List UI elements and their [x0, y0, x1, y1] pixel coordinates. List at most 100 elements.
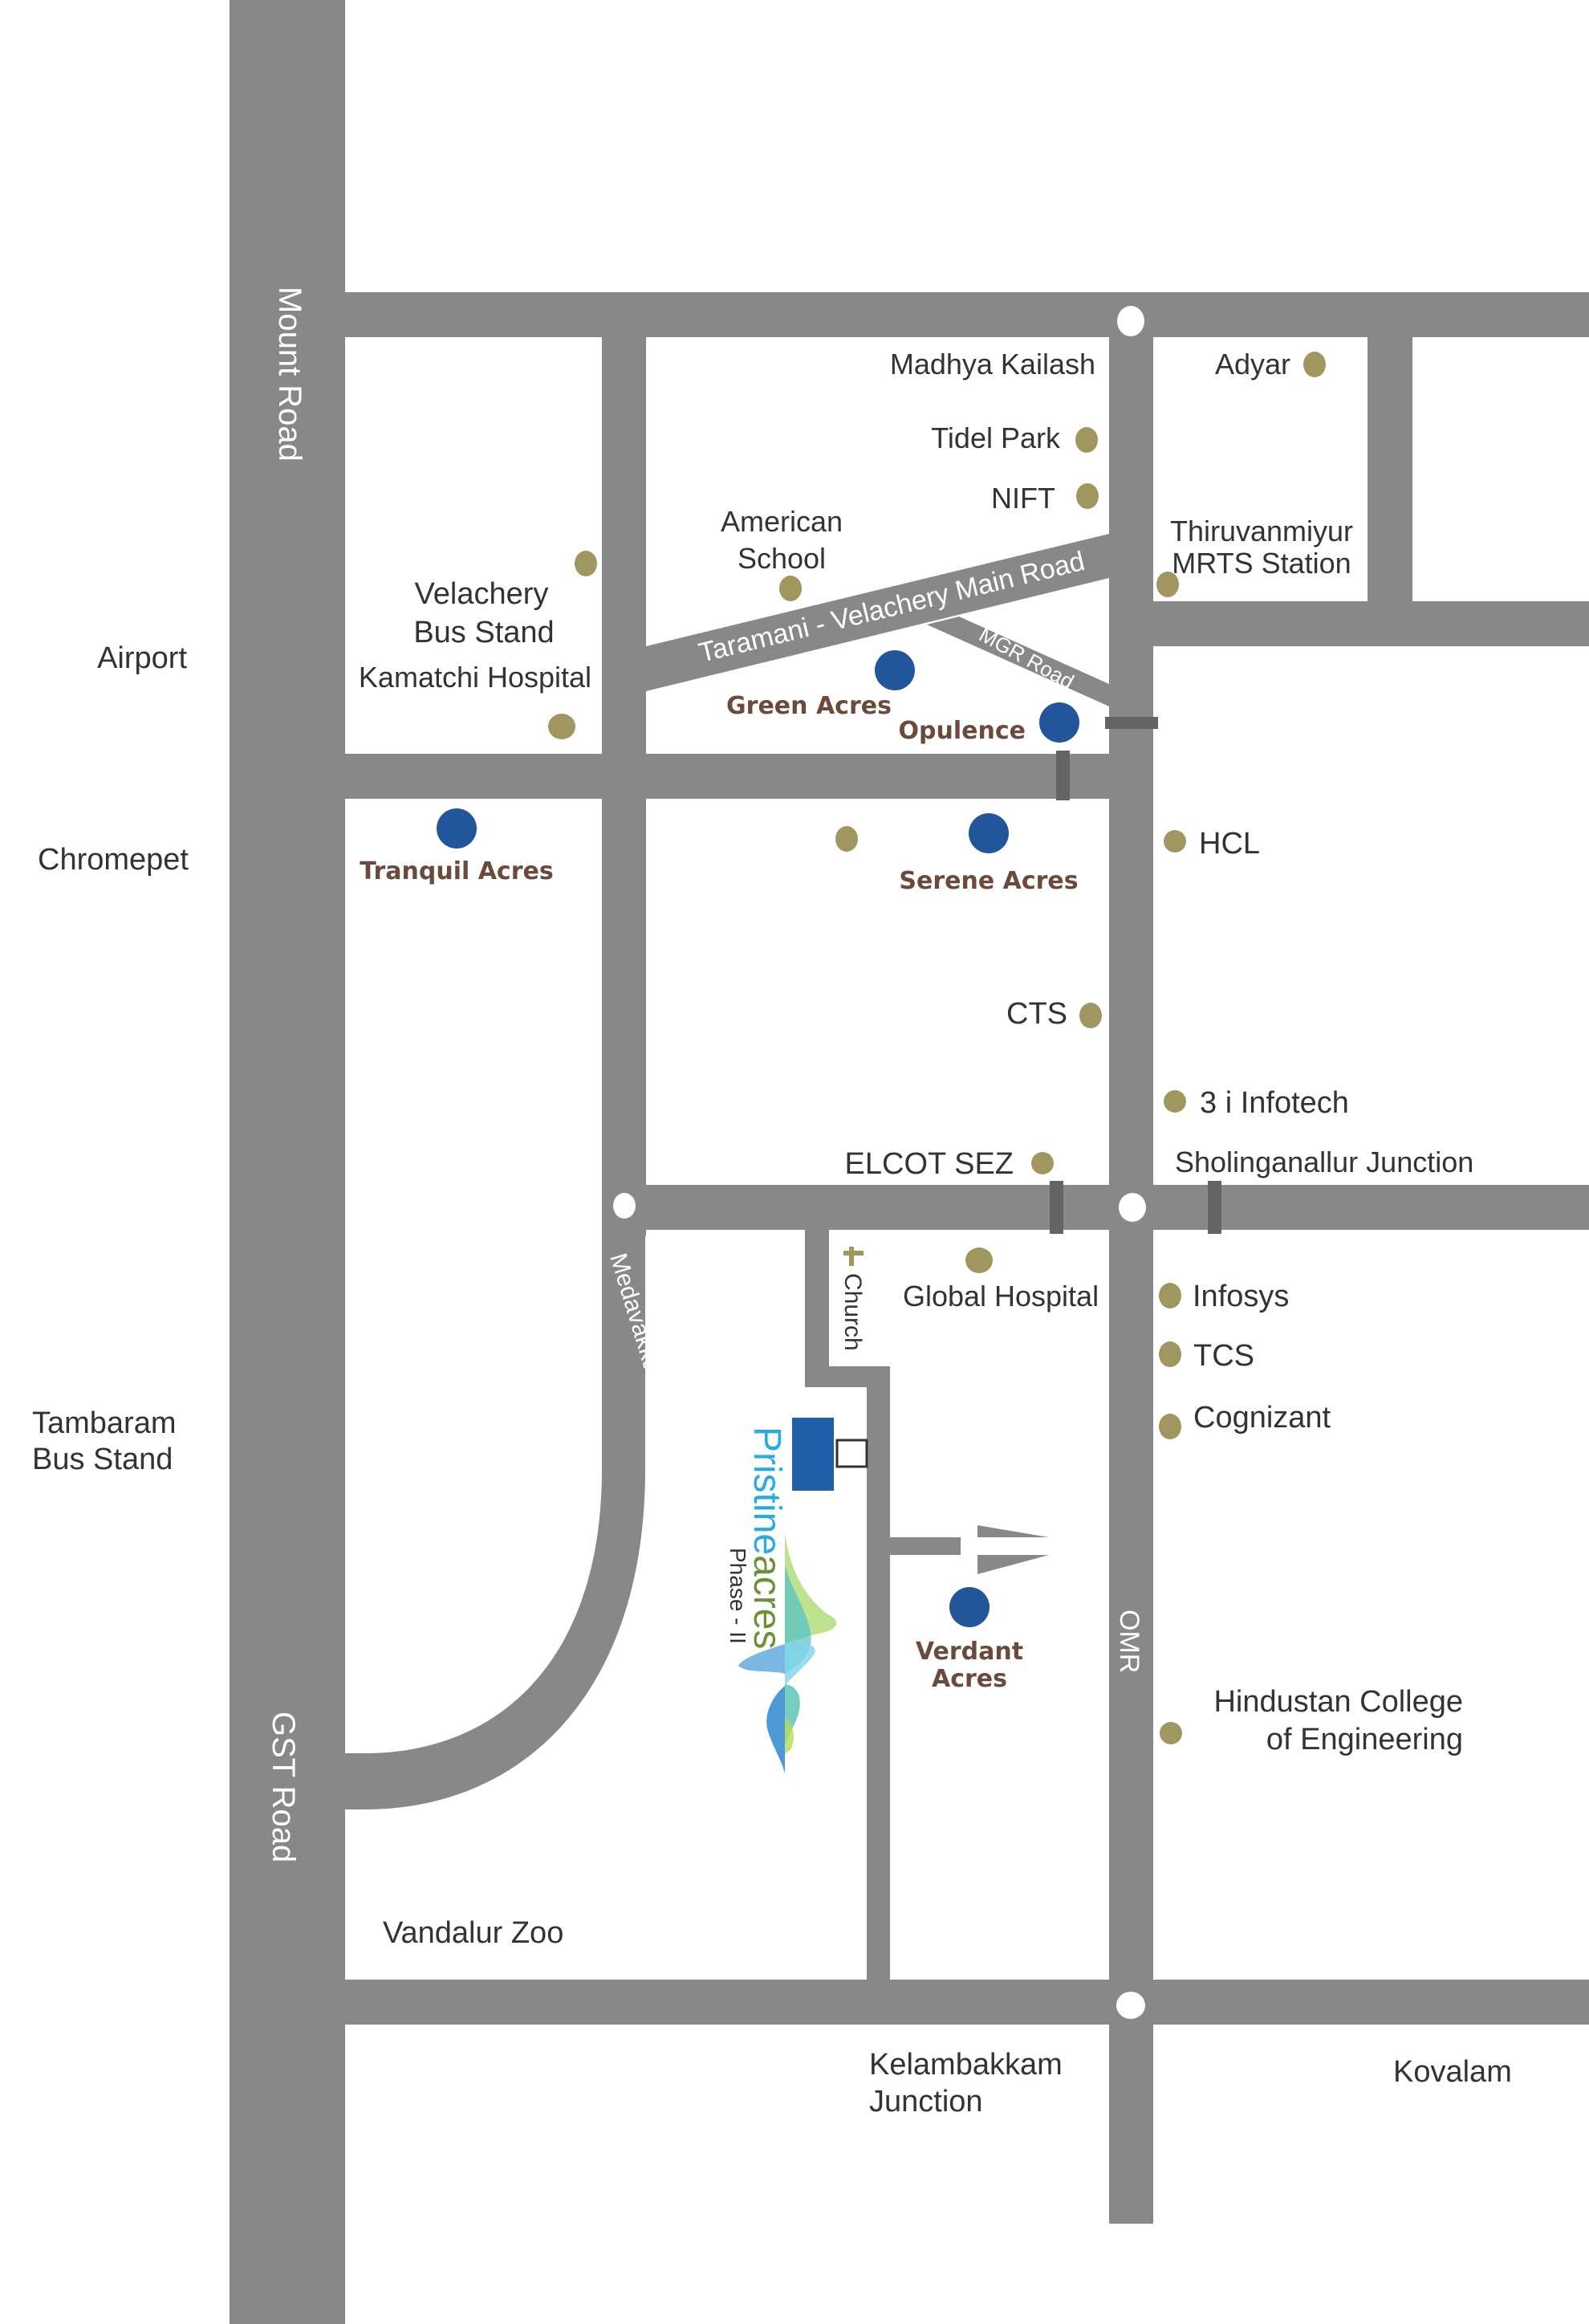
project-label-opulence[interactable]: Opulence: [899, 717, 1026, 745]
taramani-velachery-road: [646, 534, 1109, 691]
thiruvanmiyur-road: [1153, 601, 1589, 646]
omr-road: [1109, 292, 1153, 2224]
label-tcs: TCS: [1193, 1339, 1254, 1373]
bottom-road: [345, 1980, 1589, 2025]
label-global-hospital: Global Hospital: [903, 1280, 1099, 1313]
poi-marker-3i-infotech: [1164, 1090, 1186, 1113]
poi-marker-cts: [1079, 1003, 1102, 1028]
signal-bar: [1208, 1181, 1221, 1234]
label-3i-infotech: 3 i Infotech: [1200, 1086, 1349, 1120]
medavakkam-road: [345, 1228, 645, 1809]
poi-marker-cognizant: [1159, 1414, 1181, 1439]
site-entrance-outline: [835, 1439, 868, 1468]
site-spur-road: [890, 1537, 961, 1555]
church-road-lower: [867, 1366, 890, 1981]
road-label-mount-road: Mount Road: [272, 287, 307, 462]
junction-marker: [1119, 1193, 1146, 1222]
poi-marker-hcl: [1164, 830, 1186, 853]
label-american-school-2: School: [738, 542, 826, 575]
label-thiruvanmiyur-1: Thiruvanmiyur: [1170, 515, 1353, 547]
project-marker-tranquil-acres[interactable]: [437, 808, 477, 849]
points-of-interest: Madhya Kailash Adyar Tidel Park NIFT Ame…: [359, 348, 1512, 2118]
label-vandalur-zoo: Vandalur Zoo: [383, 1916, 563, 1950]
direction-arrow-upper: [977, 1525, 1049, 1537]
poi-marker-global-hospital: [965, 1247, 993, 1273]
signal-bars: [1050, 717, 1221, 1234]
project-marker-opulence[interactable]: [1039, 702, 1079, 743]
top-road: [345, 292, 1589, 337]
poi-marker-nift: [1076, 483, 1099, 509]
road-network: [230, 0, 1589, 2324]
mgr-road: [927, 617, 1109, 706]
church-road-upper: [805, 1228, 829, 1387]
label-church: Church: [839, 1273, 866, 1351]
projects: Green Acres Opulence Tranquil Acres Sere…: [360, 650, 1079, 1693]
label-kamatchi-hospital: Kamatchi Hospital: [359, 661, 591, 694]
poi-marker-tcs: [1159, 1341, 1181, 1367]
church-icon: [843, 1247, 864, 1266]
adyar-road-vertical: [1368, 337, 1412, 602]
poi-marker-tidel-park: [1075, 427, 1098, 453]
label-tambaram-1: Tambaram: [32, 1406, 177, 1440]
poi-marker-elcot: [1031, 1152, 1054, 1174]
label-chromepet: Chromepet: [38, 843, 189, 877]
label-thiruvanmiyur-2: MRTS Station: [1172, 547, 1351, 580]
project-label-serene-acres[interactable]: Serene Acres: [899, 867, 1078, 895]
label-hindustan-1: Hindustan College: [1213, 1685, 1463, 1719]
label-velachery-1: Velachery: [415, 577, 549, 611]
poi-marker-adyar: [1303, 352, 1326, 377]
signal-bar: [1105, 717, 1158, 729]
poi-marker-kamatchi: [548, 714, 575, 739]
poi-marker-american-school: [779, 576, 802, 601]
label-elcot-sez: ELCOT SEZ: [845, 1147, 1014, 1181]
signal-bar: [1056, 751, 1070, 800]
junction-markers: [613, 306, 1146, 2019]
label-hcl: HCL: [1199, 827, 1260, 861]
poi-marker-unlabeled: [835, 826, 858, 852]
label-velachery-2: Bus Stand: [413, 616, 554, 649]
label-sholinganallur: Sholinganallur Junction: [1175, 1146, 1473, 1178]
label-kelambakkam-2: Junction: [869, 2085, 983, 2118]
label-nift: NIFT: [991, 482, 1055, 515]
direction-arrow-lower: [977, 1555, 1049, 1574]
brand-name: Pristineacres: [746, 1427, 788, 1649]
label-airport: Airport: [97, 641, 187, 675]
project-marker-serene-acres[interactable]: [969, 813, 1009, 853]
label-kovalam: Kovalam: [1393, 2055, 1512, 2089]
label-tidel-park: Tidel Park: [931, 421, 1061, 454]
poi-marker-infosys: [1159, 1283, 1181, 1309]
label-adyar: Adyar: [1215, 348, 1290, 381]
project-label-tranquil-acres[interactable]: Tranquil Acres: [360, 857, 553, 885]
label-kelambakkam-1: Kelambakkam: [869, 2048, 1063, 2082]
junction-marker: [1116, 1992, 1145, 2019]
site-location-marker[interactable]: [792, 1418, 834, 1491]
label-madhya-kailash: Madhya Kailash: [890, 348, 1095, 381]
label-cognizant: Cognizant: [1193, 1401, 1331, 1435]
brand-phase: Phase - II: [725, 1548, 750, 1644]
poi-marker-thiruvanmiyur: [1156, 572, 1179, 597]
label-cts: CTS: [1006, 997, 1067, 1031]
road-label-mgr: MGR Road: [975, 622, 1078, 694]
junction-marker: [1117, 306, 1144, 336]
brand-logo: Pristineacres Phase - II: [725, 1427, 837, 1774]
project-label-verdant-2[interactable]: Acres: [932, 1665, 1007, 1693]
wave-logo-icon: [738, 1533, 837, 1774]
mount-gst-road: [230, 0, 345, 2324]
project-marker-verdant-acres[interactable]: [949, 1587, 990, 1627]
junction-marker: [613, 1193, 636, 1219]
label-american-school-1: American: [721, 505, 843, 538]
poi-marker-hindustan: [1160, 1722, 1182, 1744]
road-label-omr: OMR: [1114, 1610, 1144, 1673]
label-tambaram-2: Bus Stand: [32, 1443, 173, 1476]
signal-bar: [1050, 1181, 1063, 1234]
second-row-road: [345, 754, 1148, 799]
label-hindustan-2: of Engineering: [1266, 1723, 1463, 1756]
project-label-verdant-1[interactable]: Verdant: [916, 1638, 1023, 1666]
project-label-green-acres[interactable]: Green Acres: [726, 692, 892, 720]
pristine-acres-site[interactable]: [792, 1418, 868, 1491]
label-infosys: Infosys: [1193, 1280, 1289, 1313]
poi-marker-velachery: [575, 551, 597, 576]
project-marker-green-acres[interactable]: [875, 650, 915, 690]
elcot-road: [602, 1185, 1589, 1230]
